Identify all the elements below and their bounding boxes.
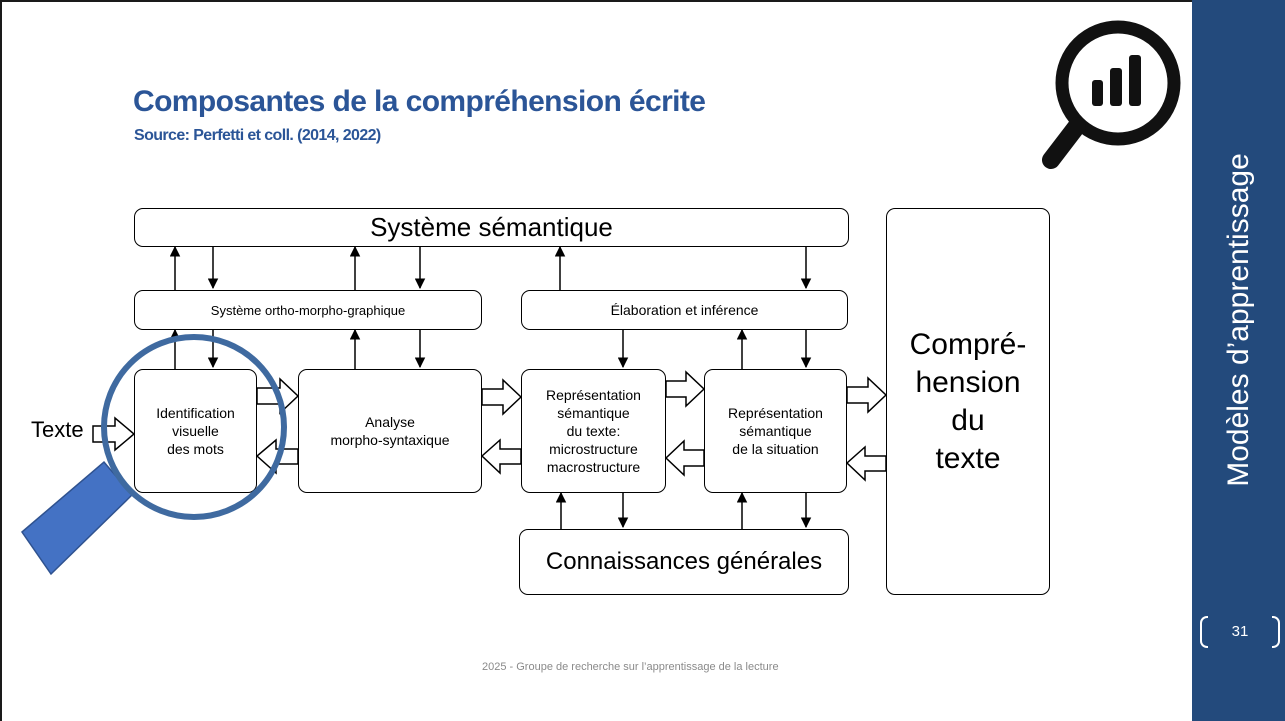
slide-frame-left xyxy=(0,0,2,721)
box-morpho-syntax: Analyse morpho-syntaxique xyxy=(298,369,482,493)
sidebar xyxy=(1192,0,1285,721)
block-arrow-situation-to-textrep xyxy=(664,439,705,477)
box-semantic-system: Système sémantique xyxy=(134,208,849,247)
block-arrow-comprehension-to-situation xyxy=(845,445,887,482)
box-text-representation-label: Représentation sémantique du texte: micr… xyxy=(546,387,641,475)
block-arrow-textrep-to-morpho xyxy=(480,438,522,475)
box-text-representation: Représentation sémantique du texte: micr… xyxy=(521,369,666,493)
page-number-text: 31 xyxy=(1231,623,1249,640)
box-semantic-system-label: Système sémantique xyxy=(370,212,613,242)
slide-frame-top xyxy=(0,0,1192,2)
sidebar-title-text: Modèles d’apprentissage xyxy=(1222,153,1255,487)
magnifier-lens-icon xyxy=(20,334,287,576)
box-comprehension: Compré- hension du texte xyxy=(886,208,1050,595)
magnifier-ring xyxy=(101,334,287,520)
slide-footer: 2025 - Groupe de recherche sur l’apprent… xyxy=(482,661,779,673)
box-word-identification-label: Identification visuelle des mots xyxy=(156,405,235,457)
slide-title: Composantes de la compréhension écrite xyxy=(133,85,706,118)
box-elaboration: Élaboration et inférence xyxy=(521,290,848,330)
input-label-texte: Texte xyxy=(31,417,84,442)
page-bracket-left xyxy=(1200,616,1208,648)
box-general-knowledge-label: Connaissances générales xyxy=(545,548,823,575)
page-number: 31 xyxy=(1200,616,1280,648)
magnifier-handle xyxy=(20,460,134,576)
analytics-magnifier-icon xyxy=(1042,20,1181,169)
box-general-knowledge: Connaissances générales xyxy=(519,529,849,595)
box-elaboration-label: Élaboration et inférence xyxy=(610,302,759,318)
block-arrow-morpho-to-textrep xyxy=(481,378,523,416)
box-situation-model: Représentation sémantique de la situatio… xyxy=(704,369,847,493)
box-situation-model-label: Représentation sémantique de la situatio… xyxy=(728,405,823,457)
box-morpho-syntax-label: Analyse morpho-syntaxique xyxy=(330,414,450,448)
box-ortho-system: Système ortho-morpho-graphique xyxy=(134,290,482,330)
box-word-identification: Identification visuelle des mots xyxy=(134,369,257,493)
page-bracket-right xyxy=(1272,616,1280,648)
box-comprehension-label: Compré- hension du texte xyxy=(909,327,1027,475)
box-ortho-system-label: Système ortho-morpho-graphique xyxy=(210,302,406,318)
block-arrow-textrep-to-situation xyxy=(665,370,706,408)
slide-subtitle: Source: Perfetti et coll. (2014, 2022) xyxy=(134,127,381,144)
block-arrow-situation-to-comprehension xyxy=(846,376,888,414)
